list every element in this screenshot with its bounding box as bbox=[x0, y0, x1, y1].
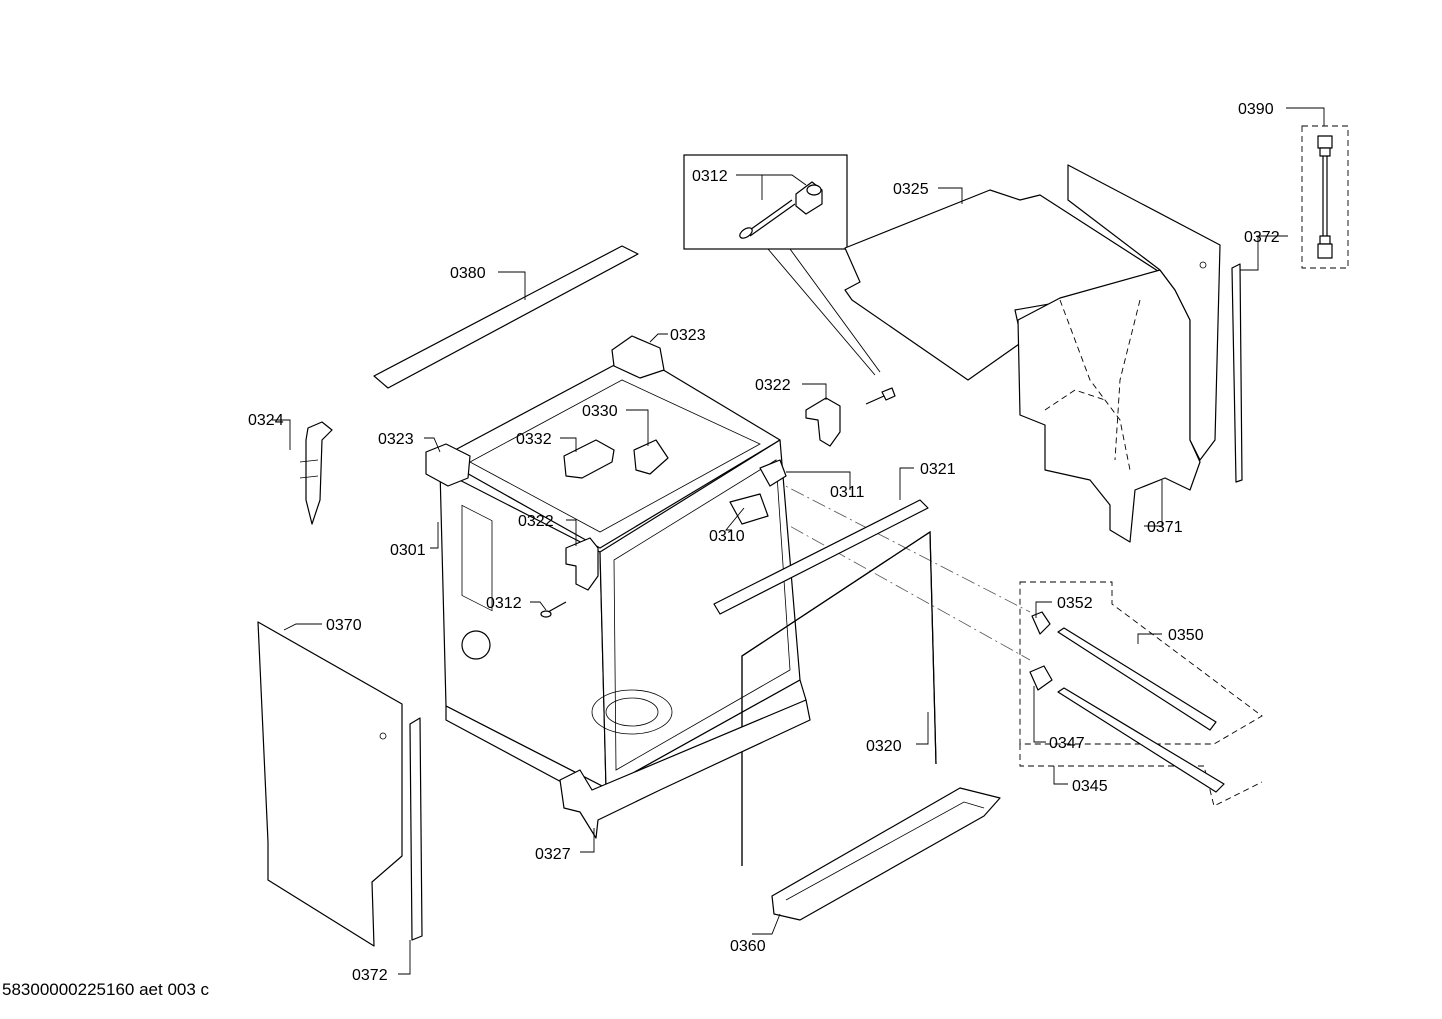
part-0311-hinge-part bbox=[759, 459, 787, 487]
part-0372-top-strip bbox=[1231, 263, 1243, 483]
leader-lines bbox=[272, 107, 1325, 975]
label-0323-top: 0323 bbox=[670, 327, 706, 344]
part-0390-hose-kit bbox=[1301, 125, 1349, 269]
label-0380: 0380 bbox=[450, 265, 486, 282]
label-0320: 0320 bbox=[866, 738, 902, 755]
part-0312-detail-box bbox=[683, 154, 881, 376]
part-0323-hinge-left bbox=[425, 443, 471, 487]
label-0332: 0332 bbox=[516, 431, 552, 448]
part-0323-hinge-top bbox=[611, 335, 665, 379]
label-0352: 0352 bbox=[1057, 595, 1093, 612]
label-0330: 0330 bbox=[582, 403, 618, 420]
part-0327-kick-strip bbox=[559, 699, 811, 839]
label-0325: 0325 bbox=[893, 181, 929, 198]
part-0330-component bbox=[633, 439, 669, 475]
part-0322-right-bracket bbox=[805, 397, 841, 447]
label-0390: 0390 bbox=[1238, 101, 1274, 118]
part-0370-side-panel bbox=[257, 621, 403, 947]
label-0345: 0345 bbox=[1072, 778, 1108, 795]
label-0370: 0370 bbox=[326, 617, 362, 634]
part-0360-bottom-tray bbox=[771, 787, 1001, 921]
label-0350: 0350 bbox=[1168, 627, 1204, 644]
label-0312-mid: 0312 bbox=[486, 595, 522, 612]
part-0332-component bbox=[563, 439, 615, 479]
label-0310: 0310 bbox=[709, 528, 745, 545]
part-0380-top-plate bbox=[373, 245, 639, 389]
drawing-code: 58300000225160 aet 003 c bbox=[2, 980, 210, 999]
part-0345-rail-group bbox=[1019, 665, 1263, 807]
label-0301: 0301 bbox=[390, 542, 426, 559]
part-0310-hinge-part bbox=[729, 493, 769, 525]
part-0324-bracket bbox=[299, 421, 333, 525]
label-0327: 0327 bbox=[535, 846, 571, 863]
part-back-panel bbox=[1067, 164, 1221, 461]
label-0322-right: 0322 bbox=[755, 377, 791, 394]
part-0321-seal-strip bbox=[713, 499, 929, 615]
part-0322-mid-bracket bbox=[565, 537, 599, 591]
part-0312-screw-mid bbox=[540, 601, 567, 618]
label-0321: 0321 bbox=[920, 461, 956, 478]
part-0371-insulation-shell bbox=[1017, 269, 1201, 543]
label-0322-mid: 0322 bbox=[518, 513, 554, 530]
part-0372-bottom-strip bbox=[409, 717, 423, 941]
part-0320-door-seal bbox=[741, 530, 937, 866]
label-0312-box: 0312 bbox=[692, 168, 728, 185]
label-0347: 0347 bbox=[1049, 735, 1085, 752]
part-0312-screw-small bbox=[865, 387, 896, 405]
assembly-lines bbox=[769, 477, 1031, 661]
label-0372-bottom: 0372 bbox=[352, 967, 388, 984]
label-0360: 0360 bbox=[730, 938, 766, 955]
label-0324: 0324 bbox=[248, 412, 284, 429]
label-0323-left: 0323 bbox=[378, 431, 414, 448]
label-0372-top: 0372 bbox=[1244, 229, 1280, 246]
part-labels: 0390 0312 0325 0372 0380 0323 0322 0330 … bbox=[248, 101, 1280, 984]
label-0311: 0311 bbox=[830, 484, 865, 501]
label-0371: 0371 bbox=[1147, 519, 1183, 536]
